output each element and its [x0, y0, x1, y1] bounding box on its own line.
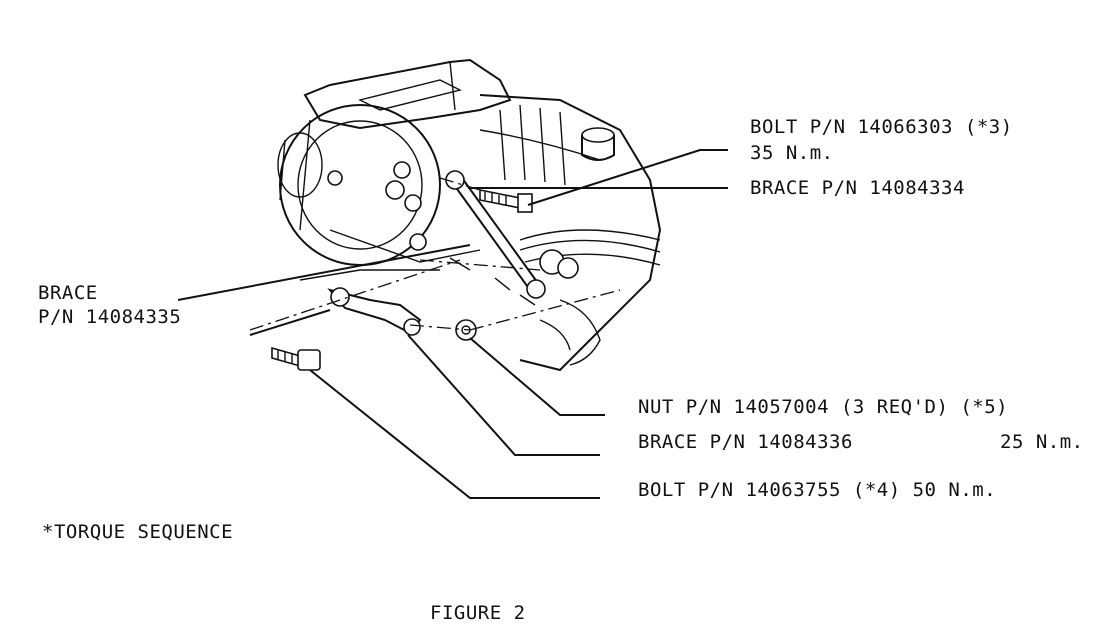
brace-left-label: BRACE [38, 282, 98, 304]
brace-mid-label: BRACE P/N 14084336 [638, 431, 853, 453]
figure-caption: FIGURE 2 [430, 602, 526, 624]
brace-left-partnumber: P/N 14084335 [38, 306, 182, 328]
bolt-bottom-label: BOLT P/N 14063755 (*4) 50 N.m. [638, 479, 997, 501]
torque-sequence-note: *TORQUE SEQUENCE [42, 521, 234, 543]
leader-lines [177, 149, 728, 499]
brace-top-label: BRACE P/N 14084334 [750, 177, 965, 199]
bolt-top-torque: 35 N.m. [750, 142, 834, 164]
nut-label: NUT P/N 14057004 (3 REQ'D) (*5) [638, 396, 1009, 418]
engine-illustration [249, 58, 662, 372]
brace-mid-torque: 25 N.m. [1000, 431, 1084, 453]
bolt-top-label: BOLT P/N 14066303 (*3) [750, 116, 1013, 138]
